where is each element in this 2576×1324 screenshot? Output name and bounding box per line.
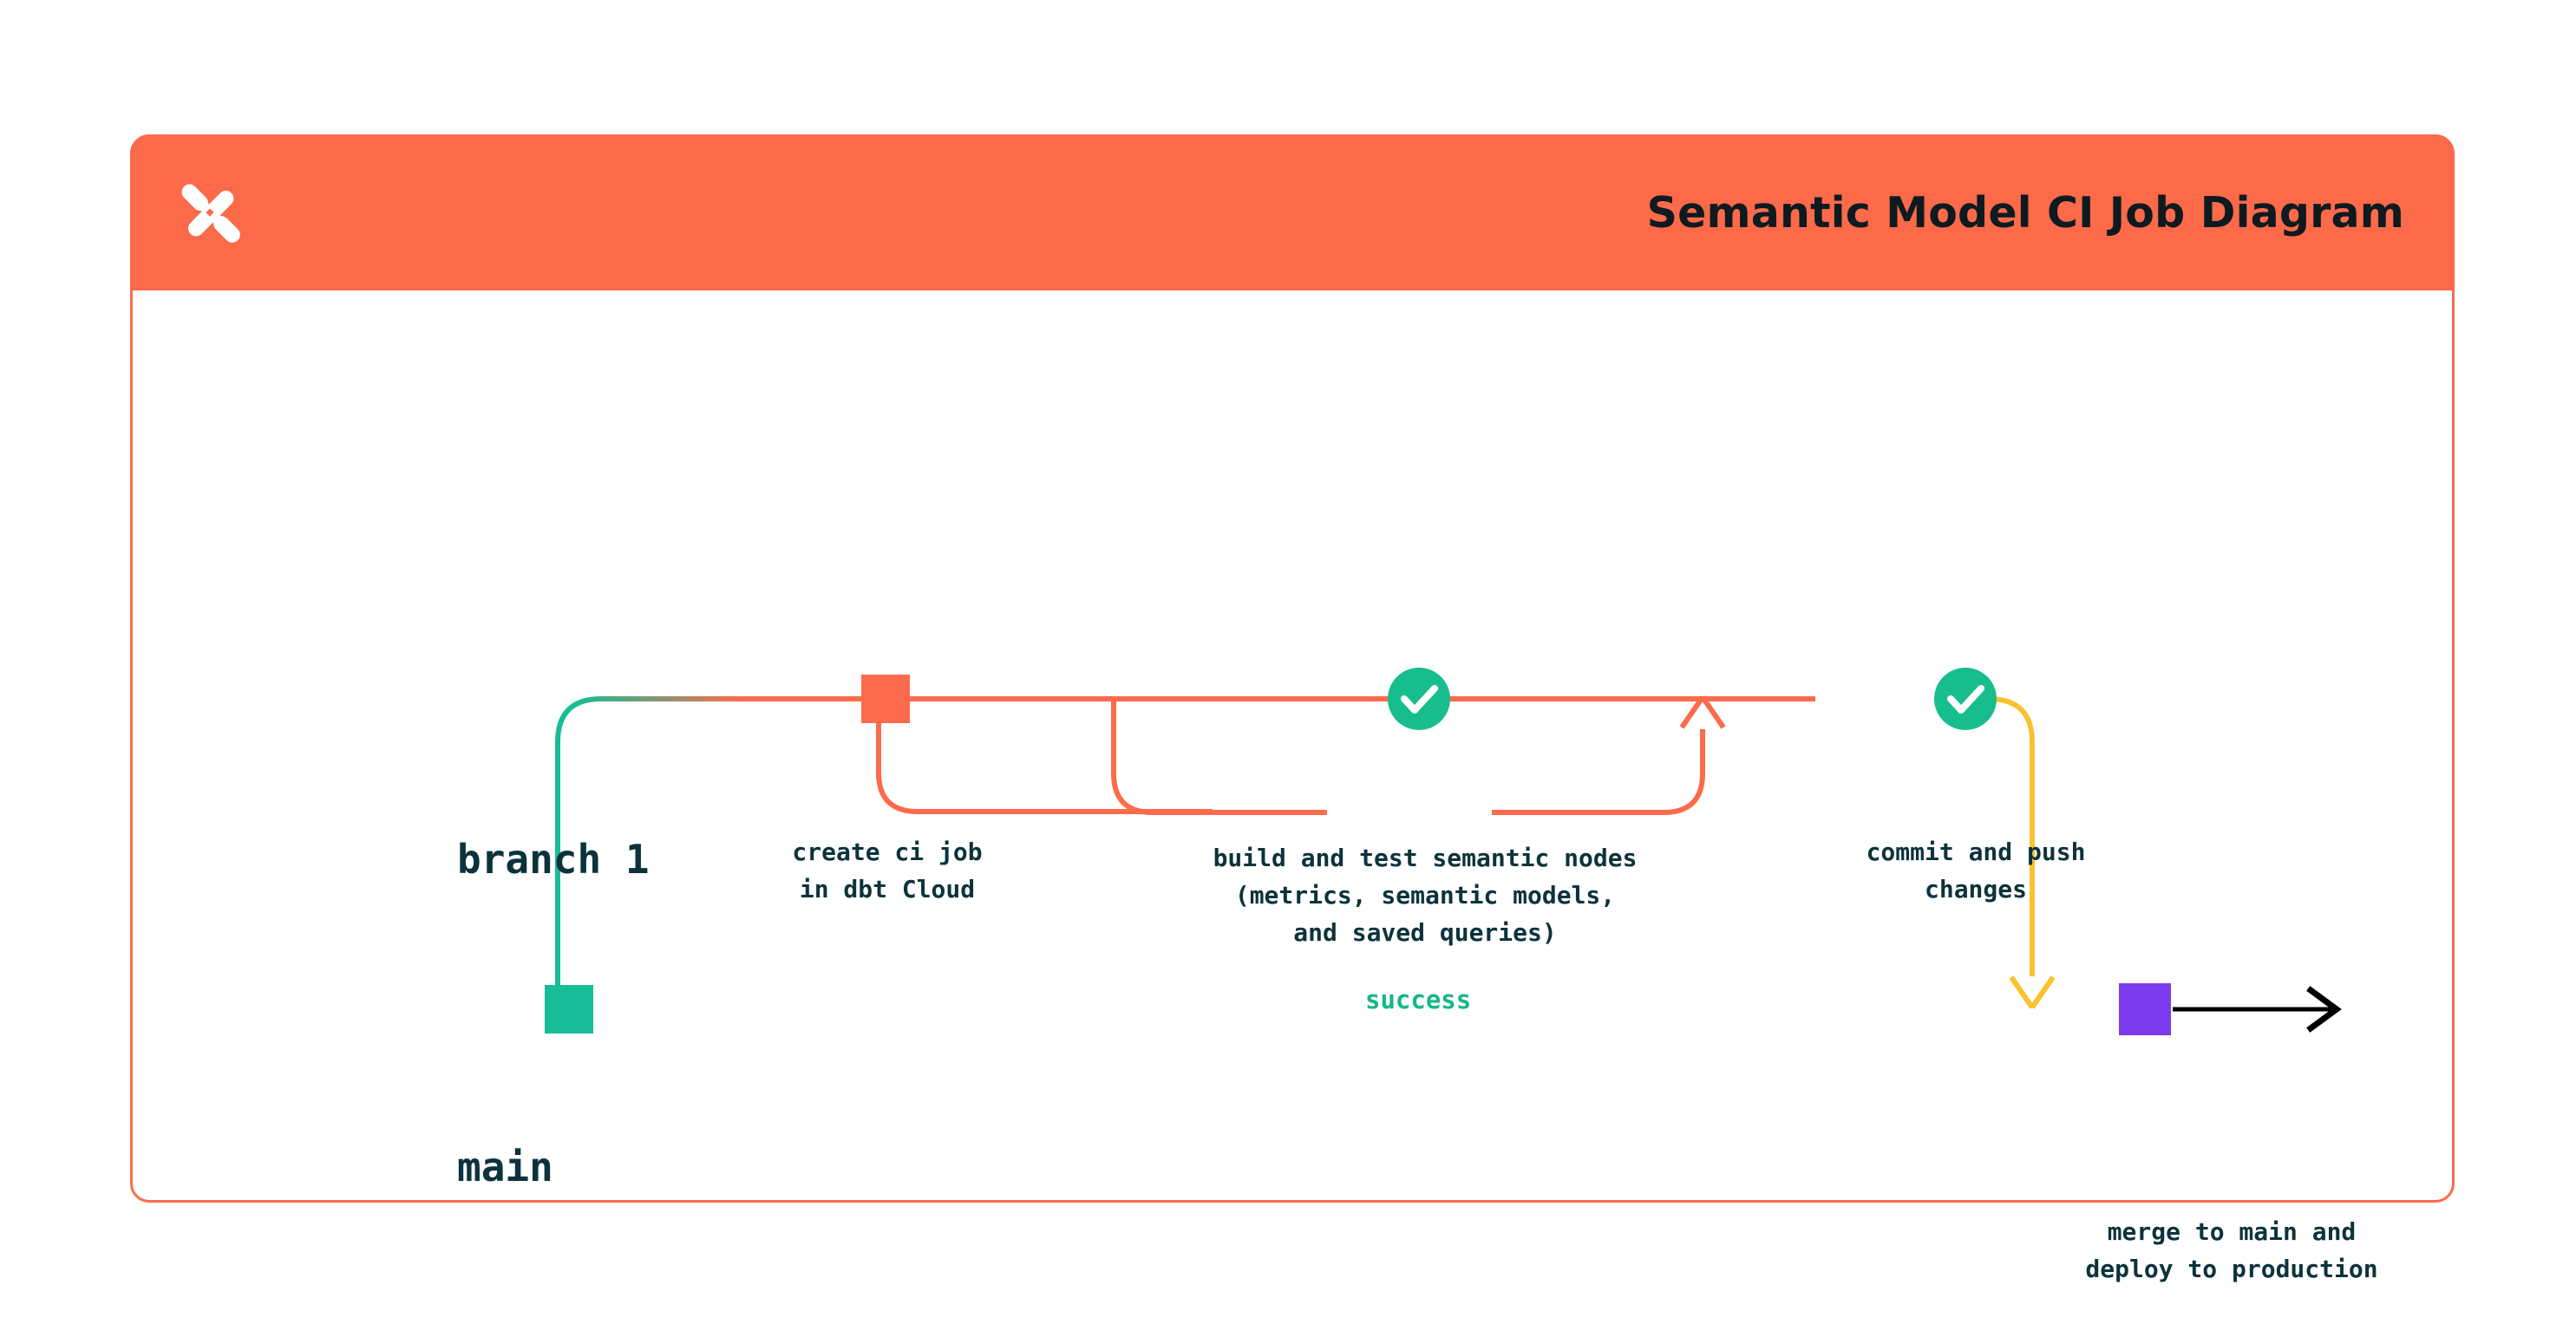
node-create-ci-job[interactable] [861,675,910,723]
page-title: Semantic Model CI Job Diagram [1646,187,2404,238]
lane-label-main: main [457,1144,553,1190]
caption-create-ci-job: create ci job in dbt Cloud [792,838,983,903]
card-header: Semantic Model CI Job Diagram [130,134,2455,290]
edge-success-loop [876,695,1726,815]
node-commit-and-push[interactable] [1934,668,1997,730]
edge-production-arrow [2173,986,2342,1033]
diagram-card: Semantic Model CI Job Diagram [130,134,2455,1283]
check-icon [1401,685,1438,714]
edge-label-success: success [1351,985,1486,1014]
dbt-logo-icon [173,176,246,249]
node-main-start[interactable] [545,985,593,1034]
caption-commit-and-push: commit and push changes [1866,838,2086,903]
lane-label-branch-1: branch 1 [457,836,650,883]
caption-merge-to-main: merge to main and deploy to production [2085,1217,2378,1283]
ci-flow-diagram: branch 1 main create ci job in dbt Cloud… [133,291,2452,1283]
node-build-and-test[interactable] [1388,668,1450,730]
check-icon [1947,685,1984,714]
node-merge-to-main[interactable] [2119,983,2171,1035]
caption-build-and-test: build and test semantic nodes (metrics, … [1213,844,1638,947]
edge-branch-off [555,696,740,1009]
edge-merge-down [1988,696,2056,1009]
